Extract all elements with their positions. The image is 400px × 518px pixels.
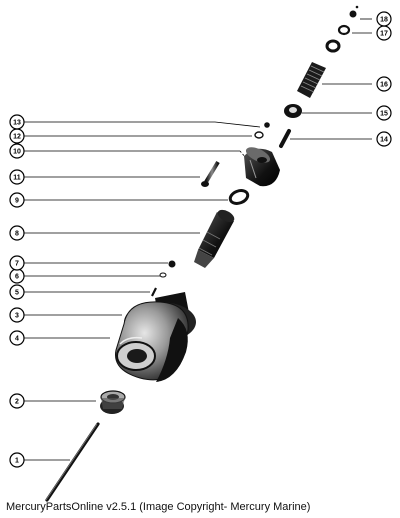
callout-17-label: 17	[380, 31, 388, 38]
callout-8[interactable]: 8	[9, 225, 25, 241]
part-1-rod	[45, 422, 100, 502]
part-2-bushing	[100, 390, 126, 414]
part-9-o-ring	[228, 189, 250, 205]
callout-5[interactable]: 5	[9, 284, 25, 300]
part-15-nut	[284, 104, 302, 118]
callout-12[interactable]: 12	[9, 128, 25, 144]
part-17-ring	[325, 39, 341, 53]
callout-13-label: 13	[13, 120, 21, 127]
leader-line-10-dash	[239, 150, 247, 159]
callout-9[interactable]: 9	[9, 192, 25, 208]
callout-13[interactable]: 13	[9, 114, 25, 130]
callout-6[interactable]: 6	[9, 268, 25, 284]
callout-18[interactable]: 18	[376, 11, 392, 27]
callout-3-label: 3	[15, 313, 19, 320]
small-washer	[337, 24, 351, 36]
callout-16[interactable]: 16	[376, 76, 392, 92]
callout-7-label: 7	[15, 261, 19, 268]
callout-8-label: 8	[15, 231, 19, 238]
callout-15-label: 15	[380, 111, 388, 118]
callout-1-label: 1	[15, 458, 19, 465]
callout-6-label: 6	[15, 274, 19, 281]
part-14-pin	[279, 129, 291, 148]
part-18-cap	[349, 5, 359, 18]
part-5-pin	[151, 287, 157, 297]
callout-5-label: 5	[15, 290, 19, 297]
part-8-plunger	[194, 209, 235, 268]
callout-16-label: 16	[380, 82, 388, 89]
callout-markers: 1 2 3 4 5 6 7	[9, 11, 392, 468]
part-6-washer	[159, 272, 167, 278]
callout-4[interactable]: 4	[9, 330, 25, 346]
callout-14[interactable]: 14	[376, 131, 392, 147]
callout-17[interactable]: 17	[376, 25, 392, 41]
leader-lines	[24, 18, 372, 461]
part-3-4-housing	[115, 292, 196, 382]
callout-1[interactable]: 1	[9, 452, 25, 468]
callout-14-label: 14	[380, 137, 388, 144]
callout-10[interactable]: 10	[9, 143, 25, 159]
part-13-ball	[264, 122, 270, 128]
callout-12-label: 12	[13, 134, 21, 141]
image-caption: MercuryPartsOnline v2.5.1 (Image Copyrig…	[6, 501, 311, 513]
callout-4-label: 4	[15, 336, 19, 343]
callout-7[interactable]: 7	[9, 255, 25, 271]
part-16-spring	[297, 62, 326, 98]
callout-9-label: 9	[15, 198, 19, 205]
part-11-screw	[201, 160, 220, 187]
callout-11[interactable]: 11	[9, 169, 25, 185]
part-12-washer	[254, 131, 264, 139]
leader-line-13	[24, 121, 261, 128]
callout-2-label: 2	[15, 399, 19, 406]
part-7-ball	[168, 260, 176, 268]
callout-2[interactable]: 2	[9, 393, 25, 409]
callout-3[interactable]: 3	[9, 307, 25, 323]
part-10-valve-body	[244, 147, 280, 187]
callout-18-label: 18	[380, 17, 388, 24]
callout-11-label: 11	[13, 175, 21, 182]
callout-10-label: 10	[13, 149, 21, 156]
callout-15[interactable]: 15	[376, 105, 392, 121]
